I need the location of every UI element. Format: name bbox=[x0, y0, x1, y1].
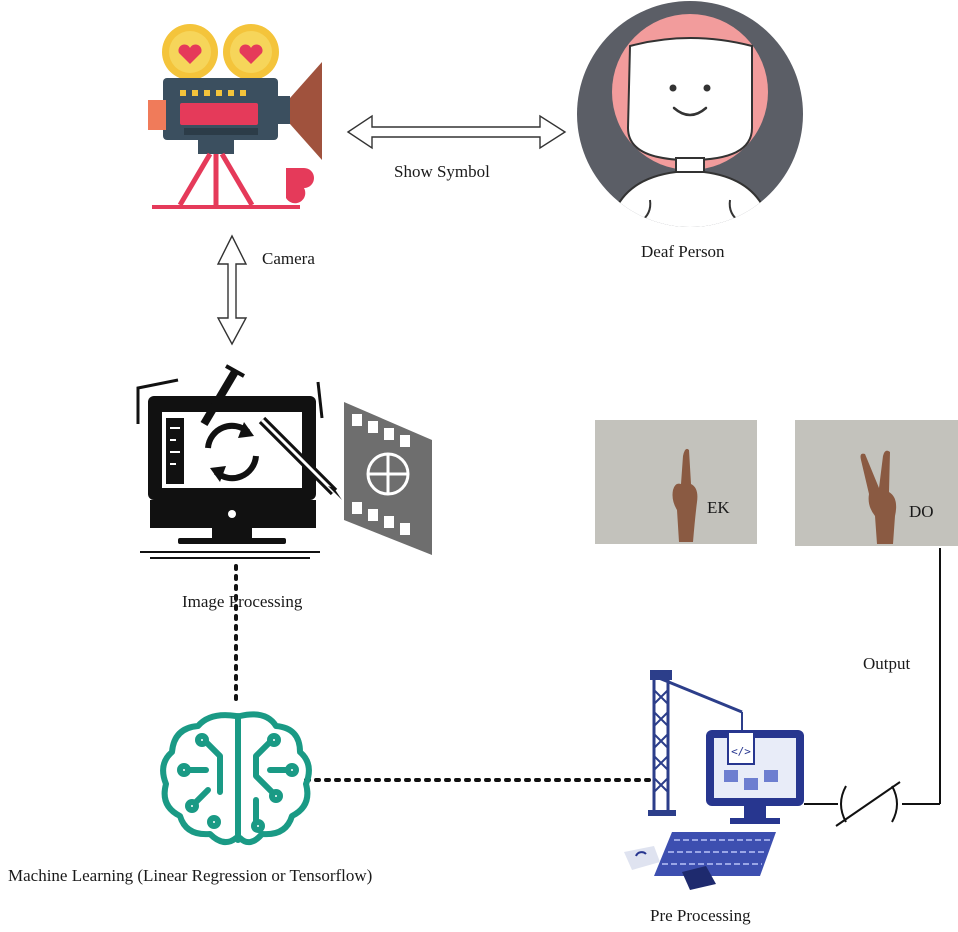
machine-learning-label: Machine Learning (Linear Regression or T… bbox=[8, 866, 373, 885]
output-photo-do: DO bbox=[795, 420, 958, 546]
hand-one-finger-icon bbox=[672, 448, 698, 542]
image-processing-label: Image Processing bbox=[182, 592, 303, 611]
camera-link-arrow bbox=[216, 234, 248, 346]
show-symbol-label: Show Symbol bbox=[394, 162, 490, 181]
show-symbol-arrow bbox=[346, 114, 567, 150]
output-connector bbox=[804, 548, 941, 827]
output-caption-do: DO bbox=[909, 502, 934, 521]
output-caption-ek: EK bbox=[707, 498, 730, 517]
pre-processing-label: Pre Processing bbox=[650, 906, 751, 925]
hand-two-fingers-icon bbox=[860, 450, 897, 544]
person-avatar-icon bbox=[577, 1, 803, 227]
monitor-editing-icon bbox=[136, 364, 432, 559]
computer-crane-icon: </> bbox=[624, 670, 804, 890]
svg-text:</>: </> bbox=[731, 745, 751, 758]
output-label: Output bbox=[863, 654, 911, 673]
movie-camera-icon bbox=[148, 24, 322, 209]
camera-label: Camera bbox=[262, 249, 315, 268]
deaf-person-label: Deaf Person bbox=[641, 242, 725, 261]
brain-circuit-icon bbox=[160, 711, 312, 846]
output-photo-ek: EK bbox=[595, 420, 757, 544]
